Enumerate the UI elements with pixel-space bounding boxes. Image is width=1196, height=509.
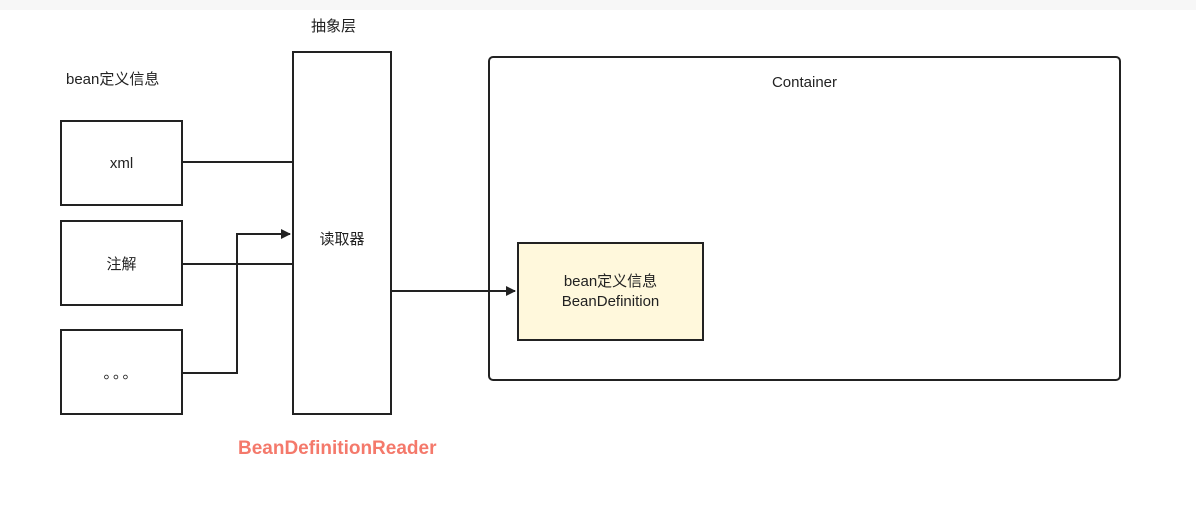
top-strip [0, 0, 1196, 10]
bean-definition-box: bean定义信息 BeanDefinition [517, 242, 704, 341]
bean-definition-info-label: bean定义信息 [66, 71, 160, 88]
annotation-source-box: 注解 [60, 220, 183, 306]
xml-source-box: xml [60, 120, 183, 206]
reader-caption: BeanDefinitionReader [238, 438, 437, 459]
abstraction-layer-label: 抽象层 [311, 18, 357, 35]
container-title: Container [771, 74, 838, 91]
reader-label: 读取器 [319, 231, 365, 248]
annotation-source-label: 注解 [106, 255, 137, 273]
bean-definition-line1: bean定义信息 [563, 272, 658, 290]
other-to-reader-arrow [183, 229, 291, 374]
reader-box: 读取器 [292, 51, 392, 415]
other-source-box: 。。。 [60, 329, 183, 415]
bean-definition-line2: BeanDefinition [561, 292, 660, 310]
other-source-label: 。。。 [103, 364, 140, 382]
xml-source-label: xml [109, 154, 134, 172]
